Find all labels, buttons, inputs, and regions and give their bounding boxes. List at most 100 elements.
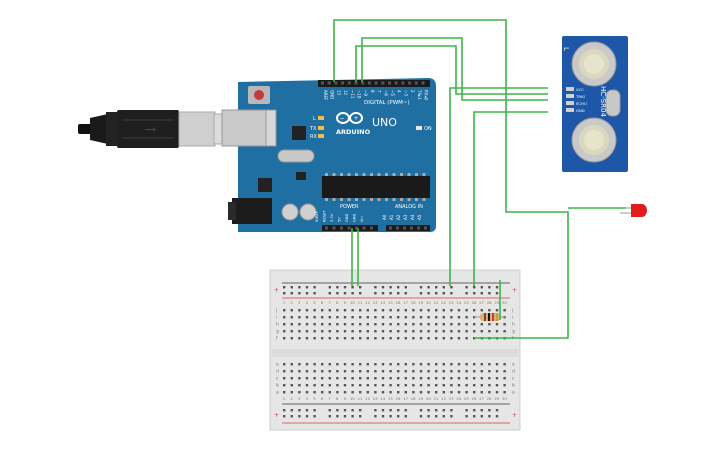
power-pin[interactable]	[362, 226, 366, 230]
header-pin-7[interactable]	[374, 81, 378, 85]
header-pin-12[interactable]	[341, 81, 345, 85]
column-number: 29	[494, 300, 499, 305]
column-number: 23	[449, 396, 454, 401]
column-number: 8	[336, 300, 339, 305]
column-number: 26	[472, 396, 477, 401]
column-number: 16	[396, 300, 401, 305]
row-letter: i	[276, 315, 277, 321]
column-number: 8	[336, 396, 339, 401]
digital-pin-label: AREF	[323, 90, 328, 101]
digital-pin-label: TX▸1	[417, 89, 422, 100]
analog-pin[interactable]	[396, 226, 399, 230]
header-pin-6[interactable]	[381, 81, 385, 85]
analog-pin[interactable]	[424, 226, 427, 230]
analog-pin[interactable]	[389, 226, 392, 230]
column-number: 9	[344, 396, 347, 401]
red-led[interactable]	[620, 204, 647, 217]
sensor-pin-echo[interactable]	[566, 101, 574, 105]
column-number: 20	[426, 300, 431, 305]
sensor-pin-trig[interactable]	[566, 94, 574, 98]
column-number: 11	[358, 300, 363, 305]
digital-pin-label: 13	[336, 90, 341, 96]
column-number: 21	[434, 396, 439, 401]
analog-pin-label: A0	[382, 214, 387, 220]
column-number: 21	[434, 300, 439, 305]
svg-text:−: −	[339, 115, 344, 122]
power-pin[interactable]	[370, 226, 373, 230]
wire-sensor-gnd	[473, 111, 548, 286]
analog-pin-label: A5	[417, 214, 422, 220]
analog-pin[interactable]	[417, 226, 420, 230]
row-letter: e	[276, 363, 279, 368]
power-pin[interactable]	[355, 226, 358, 230]
column-number: 16	[396, 396, 401, 401]
power-label: POWER	[340, 204, 359, 210]
sensor-pin-label: TRIG	[575, 94, 585, 99]
sensor-model-label: HC-SR04	[599, 86, 607, 117]
column-number: 19	[418, 396, 423, 401]
breadboard[interactable]: + + + + 11223344556677889910101111121213…	[269, 269, 521, 431]
wire-pin13-to-led	[333, 19, 569, 339]
wires	[333, 19, 626, 339]
header-pin-aref[interactable]	[321, 81, 324, 85]
header-pin-13[interactable]	[334, 81, 338, 85]
column-number: 13	[373, 396, 378, 401]
analog-pin-label: A1	[389, 214, 394, 220]
column-number: 28	[487, 396, 492, 401]
column-number: 13	[373, 300, 378, 305]
resistor[interactable]	[474, 313, 506, 321]
column-number: 2	[290, 300, 293, 305]
column-number: 5	[313, 300, 316, 305]
column-number: 24	[456, 396, 461, 401]
column-number: 30	[502, 396, 507, 401]
sensor-pin-gnd[interactable]	[566, 108, 574, 112]
header-pin-4[interactable]	[394, 81, 398, 85]
analog-label: ANALOG IN	[395, 204, 423, 210]
digital-pin-label: RX◂0	[424, 90, 429, 101]
header-pin-8[interactable]	[367, 81, 371, 85]
sensor-pin-vcc[interactable]	[566, 87, 574, 91]
power-pin[interactable]	[325, 226, 328, 230]
column-number: 17	[403, 396, 408, 401]
column-number: 12	[365, 300, 370, 305]
row-letter: d	[276, 369, 279, 375]
sensor-l-mark: L	[562, 47, 570, 51]
column-number: 4	[306, 300, 309, 305]
header-pin-tx1[interactable]	[414, 81, 418, 85]
column-number: 6	[321, 300, 324, 305]
power-pin-label: GND	[353, 214, 357, 222]
analog-pin-label: A2	[396, 214, 401, 220]
header-pin-rx0[interactable]	[421, 81, 425, 85]
row-letter: f	[276, 336, 278, 342]
header-pin-5[interactable]	[388, 81, 391, 85]
analog-pin[interactable]	[410, 226, 413, 230]
row-letter: b	[276, 383, 279, 389]
row-letter: h	[276, 322, 279, 328]
power-pin[interactable]	[347, 226, 351, 230]
column-number: 24	[456, 300, 461, 305]
row-letter: h	[512, 322, 515, 328]
column-number: 4	[306, 396, 309, 401]
column-number: 19	[418, 300, 423, 305]
column-number: 28	[487, 300, 492, 305]
row-letter: c	[276, 377, 279, 382]
svg-text:⟶: ⟶	[144, 125, 156, 134]
column-number: 30	[502, 300, 507, 305]
power-pin[interactable]	[340, 226, 343, 230]
analog-pin[interactable]	[403, 226, 406, 230]
column-number: 10	[350, 396, 355, 401]
power-pin[interactable]	[332, 226, 336, 230]
header-pin-gnd[interactable]	[327, 81, 331, 85]
column-number: 7	[328, 396, 331, 401]
row-letter: c	[512, 377, 515, 382]
column-number: 12	[365, 396, 370, 401]
header-pin-2[interactable]	[408, 81, 412, 85]
header-pin-10[interactable]	[354, 81, 358, 85]
header-pin-3[interactable]	[401, 81, 405, 85]
header-pin-11[interactable]	[347, 81, 351, 85]
header-pin-9[interactable]	[361, 81, 365, 85]
column-number: 22	[441, 396, 446, 401]
